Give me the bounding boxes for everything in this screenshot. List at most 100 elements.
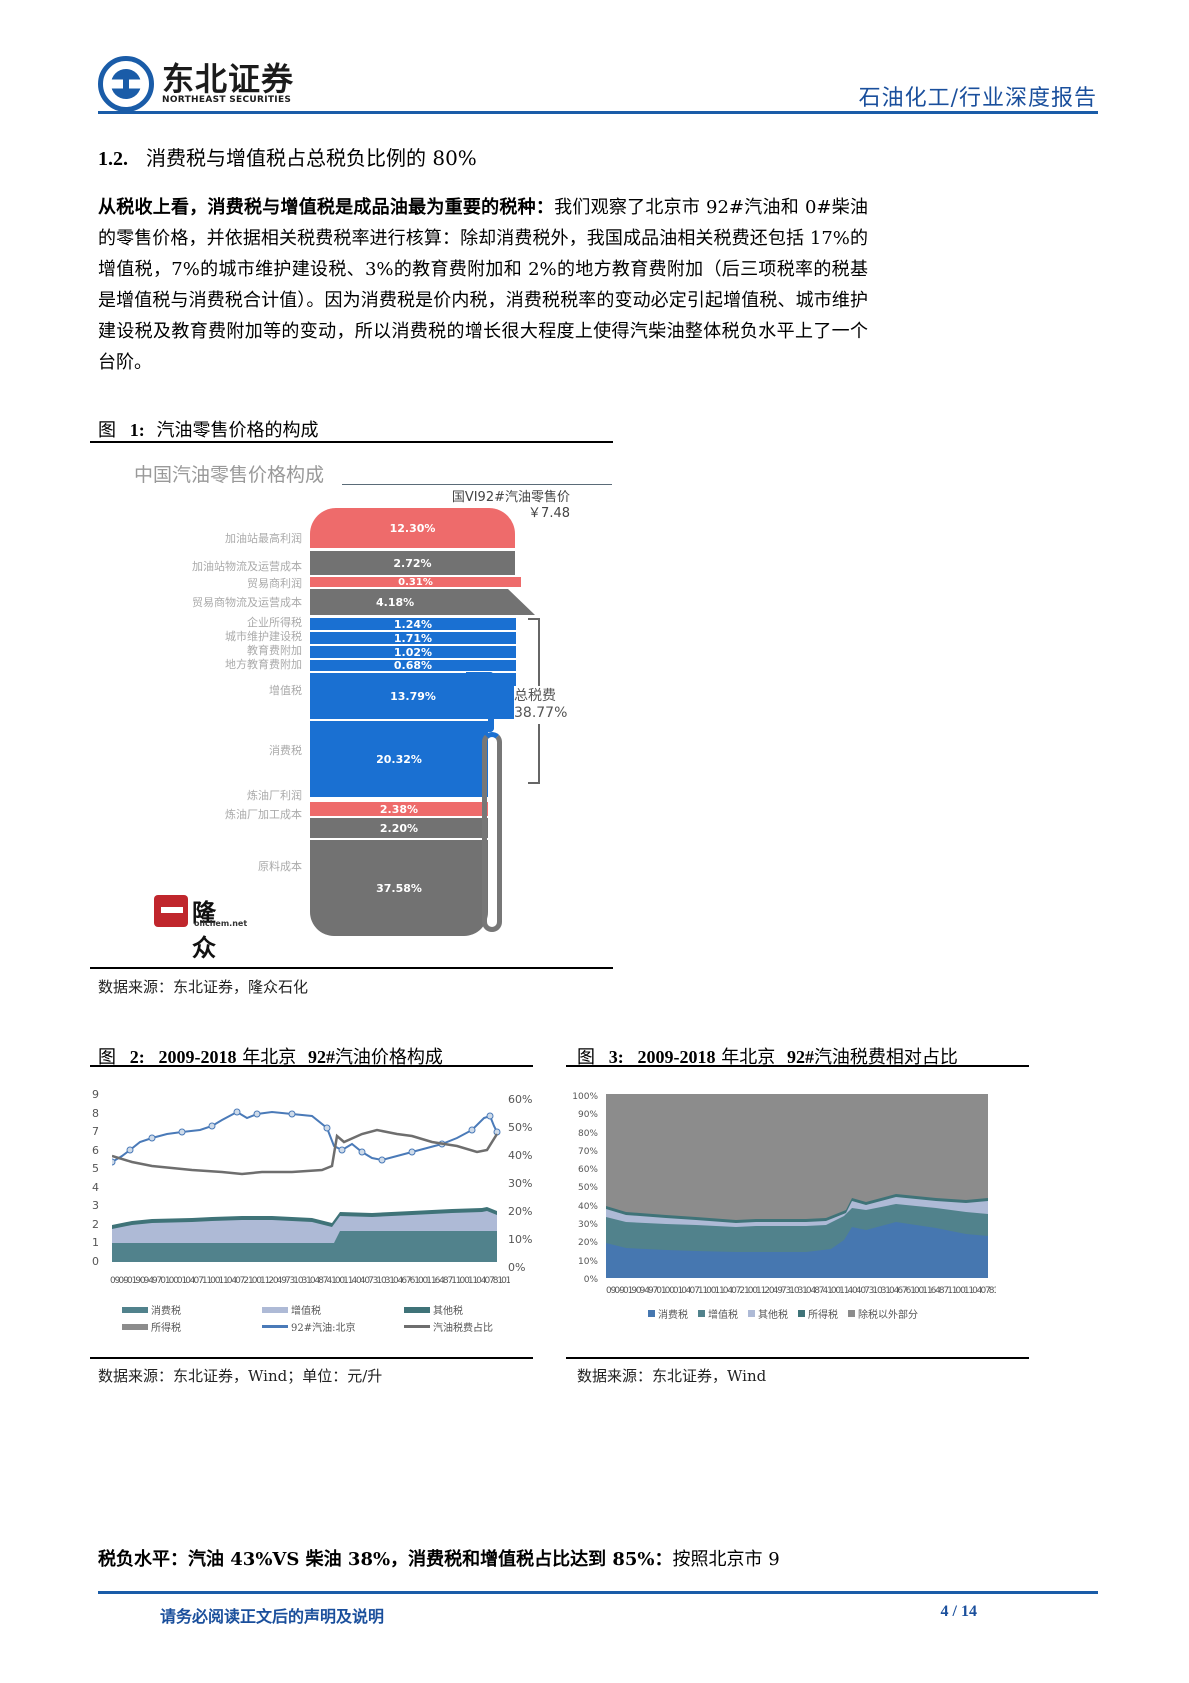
footer-disclaimer: 请务必阅读正文后的声明及说明 bbox=[160, 1607, 385, 1626]
label-station-logistics: 加油站物流及运营成本 bbox=[192, 560, 302, 573]
figure-2-bottom-rule bbox=[90, 1357, 533, 1359]
caption-grade: 92# bbox=[786, 1047, 814, 1067]
figure-prefix: 图 bbox=[98, 1047, 116, 1068]
body-paragraph: 从税收上看，消费税与增值税是成品油最为重要的税种：我们观察了北京市 92#汽油和… bbox=[98, 192, 868, 378]
caption-grade: 92# bbox=[307, 1047, 335, 1067]
segment-consumption-tax: 20.32% bbox=[310, 721, 488, 797]
gasoline-price-infographic: 中国汽油零售价格构成 国VI92#汽油零售价 ￥7.48 12.30% 2.72… bbox=[120, 450, 620, 970]
total-tax-title: 总税费 bbox=[514, 688, 556, 704]
legend-item: 除税以外部分 bbox=[848, 1306, 918, 1321]
label-refinery-processing: 炼油厂加工成本 bbox=[225, 808, 302, 821]
segment-vat: 13.79% bbox=[310, 673, 516, 719]
segment-station-profit: 12.30% bbox=[310, 508, 515, 548]
label-consumption-tax: 消费税 bbox=[269, 744, 302, 757]
section-number: 1.2. bbox=[98, 148, 128, 170]
caption-text: 汽油价格构成 bbox=[334, 1047, 443, 1068]
caption-text: 汽油税费相对占比 bbox=[813, 1047, 958, 1068]
figure-title: 汽油零售价格的构成 bbox=[156, 420, 319, 441]
legend-item: 92#汽油:北京 bbox=[262, 1319, 355, 1334]
figure-3-source: 数据来源：东北证券，Wind bbox=[577, 1367, 767, 1385]
segment-urban-construction-tax: 1.71% bbox=[310, 632, 516, 645]
label-trader-logistics: 贸易商物流及运营成本 bbox=[192, 596, 302, 609]
legend-item: 其他税 bbox=[748, 1306, 788, 1321]
segment-trader-profit: 0.31% bbox=[310, 577, 521, 588]
price-label: 国VI92#汽油零售价 bbox=[451, 490, 570, 505]
figure-2-top-rule bbox=[90, 1065, 533, 1067]
segment-education-surcharge: 1.02% bbox=[310, 646, 516, 659]
caption-text: 年北京 bbox=[721, 1047, 776, 1068]
tax-burden-summary: 税负水平：汽油 43%VS 柴油 38%，消费税和增值税占比达到 85%：按照北… bbox=[98, 1545, 780, 1571]
figure-1-caption: 图 1: 汽油零售价格的构成 bbox=[98, 416, 318, 442]
legend-item: 消费税 bbox=[122, 1302, 181, 1317]
legend-item: 所得税 bbox=[798, 1306, 838, 1321]
pump-nozzle-icon bbox=[466, 672, 494, 732]
label-crude-cost: 原料成本 bbox=[258, 860, 302, 873]
figure-1-source: 数据来源：东北证券，隆众石化 bbox=[98, 978, 309, 996]
footer-divider bbox=[98, 1591, 1098, 1594]
infographic-title-line bbox=[342, 484, 612, 485]
legend-item: 增值税 bbox=[262, 1302, 321, 1317]
segment-station-logistics: 2.72% bbox=[310, 551, 515, 575]
retail-price-label: 国VI92#汽油零售价 ￥7.48 bbox=[452, 490, 570, 522]
label-station-profit: 加油站最高利润 bbox=[225, 532, 302, 545]
segment-local-education-surcharge: 0.68% bbox=[310, 659, 516, 672]
oilchem-logo-icon bbox=[154, 895, 188, 927]
right-y-axis: 60%50%40%30%20%10%0% bbox=[508, 1093, 533, 1274]
legend-item: 增值税 bbox=[698, 1306, 738, 1321]
figure-2-plot bbox=[112, 1108, 501, 1262]
infographic-title: 中国汽油零售价格构成 bbox=[134, 464, 325, 486]
segment-refinery-profit: 2.38% bbox=[310, 802, 488, 816]
figure-3-top-rule bbox=[566, 1065, 1029, 1067]
figure-3-plot bbox=[606, 1094, 988, 1278]
paragraph-lead: 从税收上看，消费税与增值税是成品油最为重要的税种： bbox=[98, 197, 555, 218]
label-trader-profit: 贸易商利润 bbox=[247, 577, 302, 590]
paragraph-body: 我们观察了北京市 92#汽油和 0#柴油的零售价格，并依据相关税费税率进行核算：… bbox=[98, 197, 869, 373]
oilchem-brand-en: oilchem.net bbox=[194, 919, 248, 928]
price-value: ￥7.48 bbox=[528, 506, 570, 521]
company-name-cn: 东北证券 bbox=[162, 60, 295, 98]
label-refinery-profit: 炼油厂利润 bbox=[247, 789, 302, 802]
figure-2-source: 数据来源：东北证券，Wind；单位：元/升 bbox=[98, 1367, 383, 1385]
legend-item: 汽油税费占比 bbox=[404, 1319, 493, 1334]
legend-item: 其他税 bbox=[404, 1302, 463, 1317]
x-axis-ticks: 0 90-90 19 09 49 70 10 00 10 40 71 10 01… bbox=[606, 1286, 996, 1296]
figure-1-top-rule bbox=[90, 441, 613, 443]
figure-3-bottom-rule bbox=[566, 1357, 1029, 1359]
y-axis: 100%90%80%70%60%50%40%30%20%10%0% bbox=[572, 1092, 598, 1285]
x-axis-ticks: 0 90-90 19 09 49 70 10 00 10 40 71 10 01… bbox=[110, 1276, 510, 1286]
company-logo-icon bbox=[98, 56, 154, 112]
figure-1-bottom-rule bbox=[90, 967, 613, 969]
oilchem-brand-cn: 隆众 bbox=[192, 899, 216, 962]
figure-number: 1: bbox=[129, 420, 145, 440]
legend-item: 消费税 bbox=[648, 1306, 688, 1321]
caption-years: 2009-2018 bbox=[637, 1047, 716, 1067]
oilchem-logo: 隆众 oilchem.net bbox=[154, 895, 247, 962]
label-local-education-surcharge: 地方教育费附加 bbox=[225, 658, 302, 671]
figure-3-legend: 消费税 增值税 其他税 所得税 除税以外部分 bbox=[648, 1306, 918, 1321]
label-corporate-income-tax: 企业所得税 bbox=[247, 616, 302, 629]
figure-2-caption: 图 2: 2009-2018 年北京 92#汽油价格构成 bbox=[98, 1043, 443, 1069]
legend-item: 所得税 bbox=[122, 1319, 181, 1334]
page-number: 4 / 14 bbox=[940, 1603, 977, 1620]
label-education-surcharge: 教育费附加 bbox=[247, 644, 302, 657]
figure-number: 2: bbox=[129, 1047, 145, 1067]
figure-number: 3: bbox=[608, 1047, 624, 1067]
segment-crude-cost: 37.58% bbox=[310, 840, 488, 936]
segment-refinery-processing: 2.20% bbox=[310, 818, 488, 838]
header-divider bbox=[98, 111, 1098, 114]
figure-3-chart: 100%90%80%70%60%50%40%30%20%10%0% 0 90-9… bbox=[566, 1080, 1029, 1360]
figure-3-caption: 图 3: 2009-2018 年北京 92#汽油税费相对占比 bbox=[577, 1043, 958, 1069]
caption-years: 2009-2018 bbox=[158, 1047, 237, 1067]
figure-prefix: 图 bbox=[98, 420, 116, 441]
section-heading: 1.2. 消费税与增值税占总税负比例的 80% bbox=[98, 142, 477, 171]
section-title: 消费税与增值税占总税负比例的 80% bbox=[146, 146, 477, 170]
label-urban-construction-tax: 城市维护建设税 bbox=[225, 630, 302, 643]
total-tax-value: 38.77% bbox=[514, 705, 568, 721]
figure-prefix: 图 bbox=[577, 1047, 595, 1068]
summary-lead: 税负水平：汽油 43%VS 柴油 38%，消费税和增值税占比达到 85%： bbox=[98, 1549, 673, 1570]
caption-text: 年北京 bbox=[242, 1047, 297, 1068]
summary-text: 按照北京市 9 bbox=[672, 1549, 780, 1570]
company-name-en: NORTHEAST SECURITIES bbox=[162, 95, 292, 105]
